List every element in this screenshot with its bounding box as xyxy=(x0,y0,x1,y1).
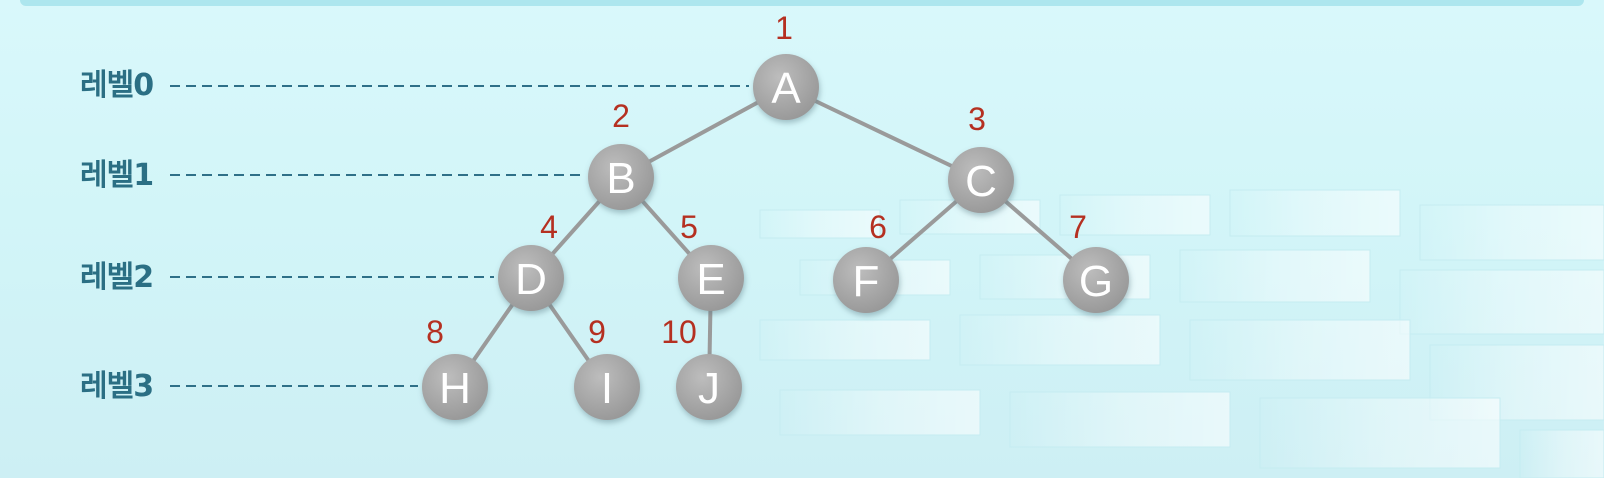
node-number: 5 xyxy=(680,209,698,245)
tree-node: E5 xyxy=(678,209,744,311)
node-number: 1 xyxy=(775,10,793,46)
node-letter: G xyxy=(1079,257,1113,306)
node-number: 9 xyxy=(588,314,606,350)
tree-node: C3 xyxy=(948,101,1014,213)
node-circle xyxy=(588,144,654,210)
tree-node: B2 xyxy=(588,98,654,210)
level-label-2: 레벨2 xyxy=(80,260,154,295)
node-number: 10 xyxy=(661,314,697,350)
level-label-1: 레벨1 xyxy=(80,158,154,193)
node-letter: D xyxy=(515,255,547,304)
tree-node: F6 xyxy=(833,209,899,313)
node-circle xyxy=(948,147,1014,213)
node-number: 7 xyxy=(1069,209,1087,245)
node-letter: B xyxy=(606,154,635,203)
node-number: 8 xyxy=(426,314,444,350)
tree-node: I9 xyxy=(574,314,640,420)
node-number: 6 xyxy=(869,209,887,245)
tree-node: A1 xyxy=(753,10,819,120)
tree-node: D4 xyxy=(498,209,564,311)
node-circle xyxy=(753,54,819,120)
node-circle xyxy=(833,247,899,313)
node-number: 3 xyxy=(968,101,986,137)
node-letter: H xyxy=(439,364,471,413)
tree-edge xyxy=(785,85,982,182)
node-circle xyxy=(498,245,564,311)
top-band xyxy=(20,0,1584,6)
node-number: 4 xyxy=(540,209,558,245)
node-letter: F xyxy=(853,257,880,306)
level-label-0: 레벨0 xyxy=(80,68,154,103)
node-circle xyxy=(574,354,640,420)
node-letter: I xyxy=(601,364,613,413)
node-number: 2 xyxy=(612,98,630,134)
guide-lines xyxy=(170,85,749,387)
node-circle xyxy=(422,354,488,420)
tree-node: H8 xyxy=(422,314,488,420)
tree-node: G7 xyxy=(1063,209,1129,313)
node-letter: E xyxy=(696,255,725,304)
node-letter: C xyxy=(965,157,997,206)
level-label-3: 레벨3 xyxy=(80,369,154,404)
tree-node: J10 xyxy=(661,314,742,420)
node-letter: A xyxy=(771,64,801,113)
node-circle xyxy=(1063,247,1129,313)
node-letter: J xyxy=(698,364,720,413)
node-circle xyxy=(676,354,742,420)
node-circle xyxy=(678,245,744,311)
